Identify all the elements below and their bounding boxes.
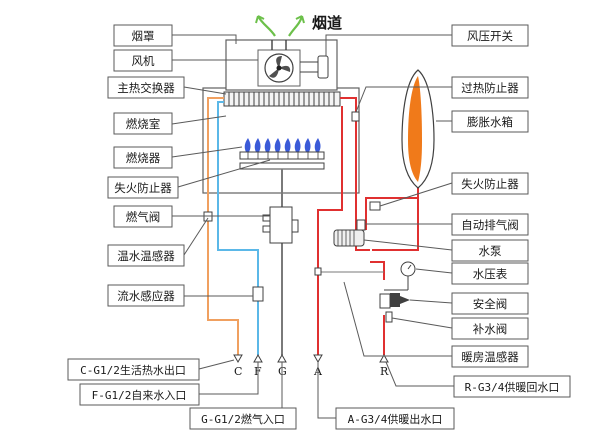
svg-text:水泵: 水泵 (479, 244, 502, 258)
air-pressure-switch-icon (300, 55, 329, 79)
callout-water-pump: 水泵 (451, 239, 529, 262)
callout-cold-water-inlet: F-G1/2自来水入口 (79, 383, 200, 406)
svg-text:燃气阀: 燃气阀 (126, 210, 161, 224)
svg-text:失火防止器: 失火防止器 (461, 177, 519, 191)
callout-gas-inlet: G-G1/2燃气入口 (189, 407, 297, 430)
water-flow-sensor-icon (252, 286, 264, 302)
svg-text:F-G1/2自来水入口: F-G1/2自来水入口 (92, 389, 187, 402)
svg-text:安全阀: 安全阀 (473, 297, 508, 311)
port-r: R (380, 365, 389, 378)
svg-text:风机: 风机 (132, 54, 155, 68)
svg-text:自动排气阀: 自动排气阀 (461, 218, 519, 232)
leader-lines-right (317, 34, 454, 419)
callout-hot-water-temp-sensor: 温水温感器 (107, 244, 185, 267)
safety-valve-icon (379, 293, 410, 309)
callout-flame-failure-device-left: 失火防止器 (107, 176, 179, 199)
heat-exchanger-icon (223, 91, 341, 107)
svg-text:暖房温感器: 暖房温感器 (461, 350, 519, 364)
callout-heating-supply-outlet: A-G3/4供暖出水口 (335, 407, 455, 430)
callout-air-pressure-switch: 风压开关 (451, 24, 529, 47)
svg-text:R-G3/4供暖回水口: R-G3/4供暖回水口 (465, 380, 560, 394)
svg-text:风压开关: 风压开关 (467, 29, 513, 43)
callout-water-flow-sensor: 流水感应器 (107, 284, 185, 307)
callout-auto-air-vent: 自动排气阀 (451, 213, 529, 236)
callout-overheat-protector: 过热防止器 (451, 76, 529, 99)
heating-supply-pipe (317, 106, 343, 355)
callout-expansion-tank: 膨胀水箱 (451, 110, 529, 133)
callout-gas-valve: 燃气阀 (113, 205, 173, 228)
svg-text:温水温感器: 温水温感器 (117, 249, 175, 263)
svg-text:流水感应器: 流水感应器 (117, 289, 175, 303)
callout-hood: 烟罩 (113, 24, 173, 47)
callout-water-pressure-gauge: 水压表 (451, 262, 529, 285)
callout-heating-temp-sensor: 暖房温感器 (451, 345, 529, 368)
svg-text:燃烧室: 燃烧室 (126, 117, 161, 131)
expansion-tank-icon (401, 69, 435, 189)
callout-main-heat-exchanger: 主热交换器 (107, 76, 185, 99)
flame-failure-device-right-icon (369, 201, 381, 211)
flue-exhaust-arrows (255, 15, 305, 37)
cold-water-pipe (217, 101, 259, 355)
svg-text:A-G3/4供暖出水口: A-G3/4供暖出水口 (348, 412, 443, 426)
callout-makeup-water-valve: 补水阀 (451, 317, 529, 340)
burner-icon (239, 138, 325, 170)
svg-text:主热交换器: 主热交换器 (117, 81, 175, 95)
callout-burner: 燃烧器 (113, 146, 173, 169)
callout-heating-return-inlet: R-G3/4供暖回水口 (453, 375, 571, 398)
port-c: C (234, 365, 242, 378)
svg-text:燃烧器: 燃烧器 (126, 151, 161, 165)
svg-text:水压表: 水压表 (473, 267, 508, 281)
gas-valve-icon (262, 206, 299, 244)
callout-fan: 风机 (113, 49, 173, 72)
callout-hot-water-outlet: C-G1/2生活热水出口 (67, 358, 200, 381)
fan-icon (257, 40, 301, 87)
makeup-water-valve-icon (385, 311, 393, 323)
heating-temp-sensor-icon (314, 267, 322, 276)
overheat-protector-icon (351, 111, 360, 122)
svg-text:G-G1/2燃气入口: G-G1/2燃气入口 (201, 412, 285, 426)
callout-safety-valve: 安全阀 (451, 292, 529, 315)
port-markers (233, 353, 389, 364)
callout-combustion-chamber: 燃烧室 (113, 112, 173, 135)
svg-text:过热防止器: 过热防止器 (461, 81, 519, 95)
water-pump-icon (333, 229, 365, 247)
auto-air-vent-icon (356, 219, 366, 231)
hot-water-pipe (207, 97, 239, 355)
flue-title: 烟道 (312, 14, 342, 32)
svg-text:补水阀: 补水阀 (473, 322, 508, 336)
svg-text:膨胀水箱: 膨胀水箱 (467, 115, 513, 129)
svg-text:失火防止器: 失火防止器 (114, 181, 172, 195)
water-pressure-gauge-icon (384, 261, 416, 291)
svg-text:烟罩: 烟罩 (132, 29, 155, 43)
svg-text:C-G1/2生活热水出口: C-G1/2生活热水出口 (80, 363, 186, 377)
callout-flame-failure-device-right: 失火防止器 (451, 172, 529, 195)
